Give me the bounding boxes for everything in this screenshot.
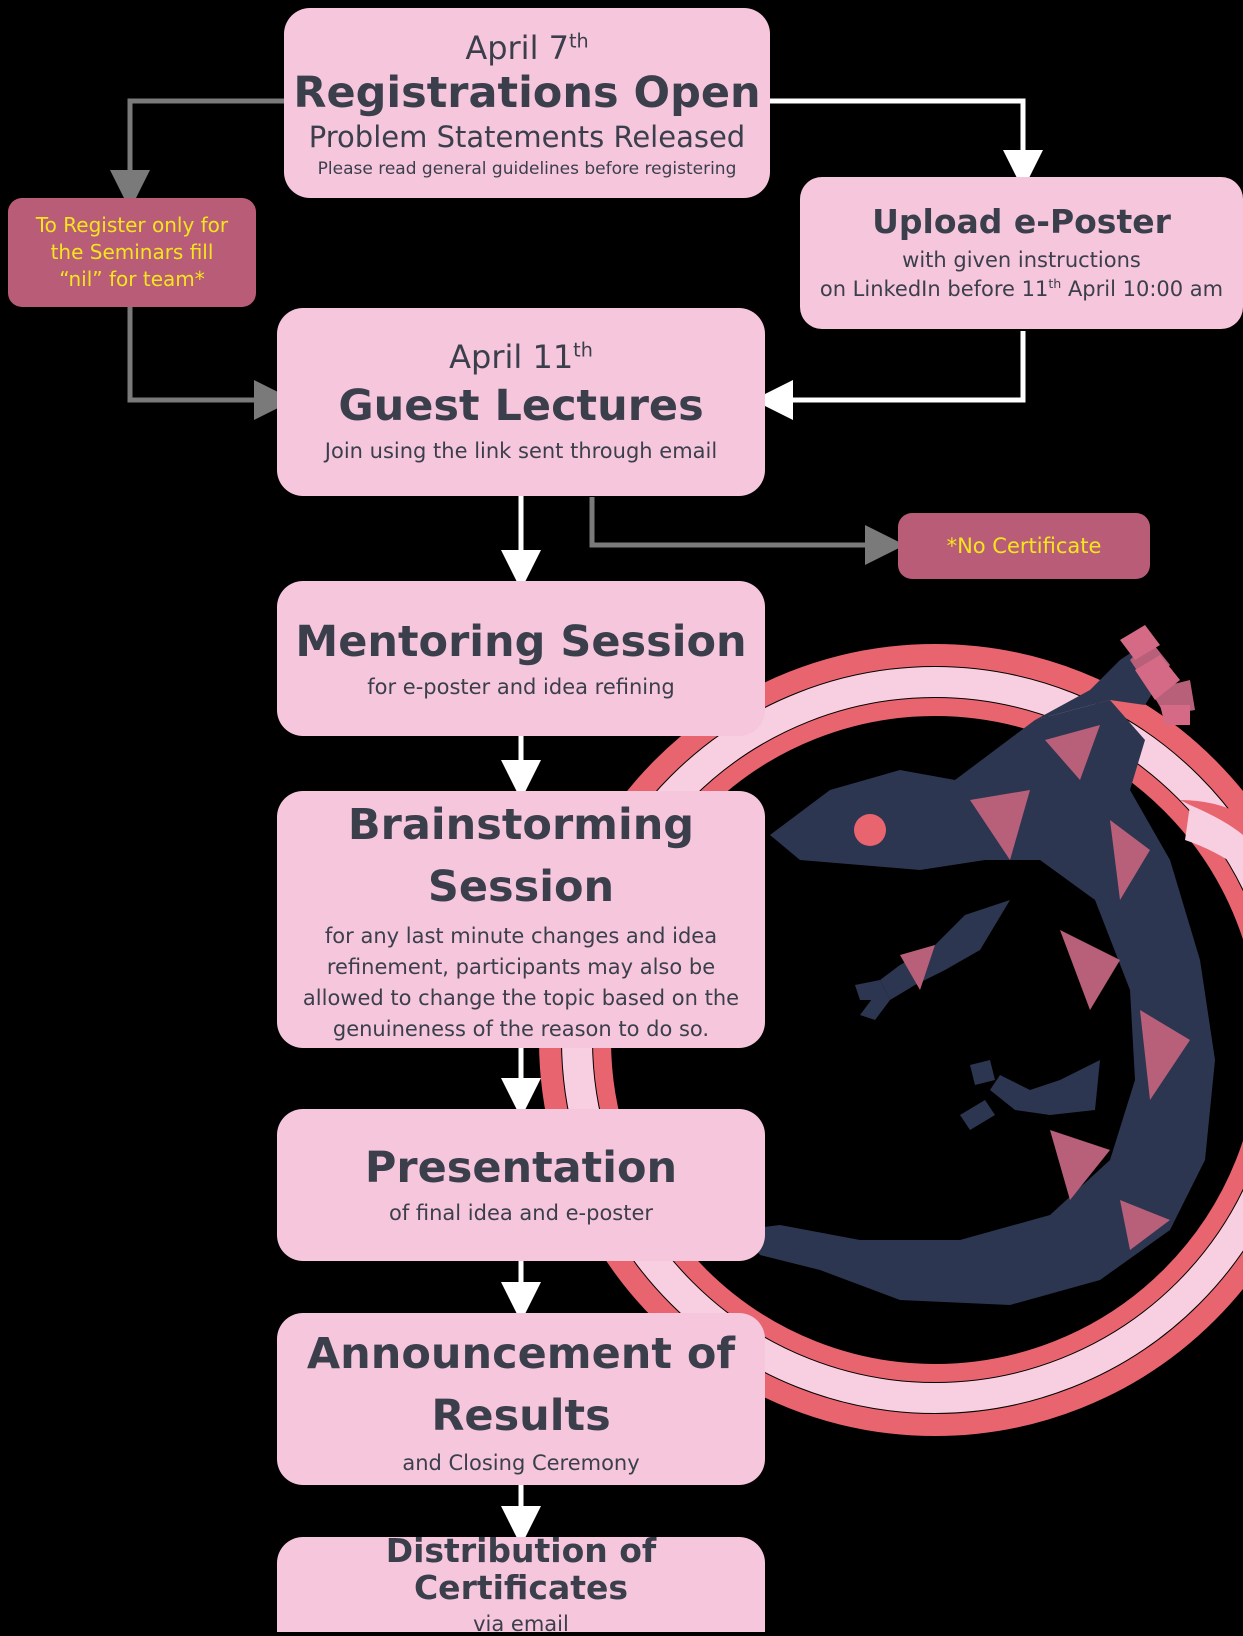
announcement-title-line-1: Announcement of — [306, 1328, 736, 1379]
brainstorming-description-line-3: allowed to change the topic based on the — [302, 985, 740, 1010]
brainstorming-title-line-1: Brainstorming — [347, 800, 695, 850]
seminars-only-note: To Register only for the Seminars fill “… — [8, 198, 256, 307]
seminars-only-note-line-3: “nil” for team* — [59, 267, 205, 291]
seminars-only-note-line-2: the Seminars fill — [50, 240, 214, 264]
upload-eposter-title: Upload e-Poster — [872, 202, 1171, 241]
brainstorming-description-line-2: refinement, participants may also be — [326, 954, 716, 979]
presentation-title: Presentation — [364, 1143, 678, 1194]
upload-eposter-line-1: with given instructions — [902, 247, 1141, 272]
gecko-eye — [854, 814, 886, 846]
registrations-note: Please read general guidelines before re… — [317, 158, 737, 179]
brainstorming-description: for any last minute changes and idea ref… — [303, 921, 739, 1045]
logo-ring-arc-right — [1185, 805, 1243, 870]
announcement-title-line-2: Results — [431, 1391, 611, 1442]
announcement-subtitle: and Closing Ceremony — [402, 1450, 640, 1475]
registrations-date-text: April 7 — [465, 29, 569, 68]
guest-lectures-title: Guest Lectures — [338, 381, 704, 432]
certificates-subtitle: via email — [473, 1611, 569, 1636]
no-certificate-text: *No Certificate — [946, 533, 1102, 558]
presentation-box: Presentation of final idea and e-poster — [277, 1109, 765, 1261]
connector-registrations-to-upload-eposter — [770, 98, 1043, 190]
presentation-subtitle: of final idea and e-poster — [388, 1201, 654, 1226]
guest-lectures-box: April 11th Guest Lectures Join using the… — [277, 308, 765, 496]
registrations-subtitle: Problem Statements Released — [308, 120, 746, 155]
registrations-date-suffix: th — [568, 29, 589, 53]
no-certificate-note: *No Certificate — [898, 513, 1150, 579]
upload-eposter-box: Upload e-Poster with given instructions … — [800, 177, 1243, 329]
guest-lectures-date-suffix: th — [573, 338, 593, 362]
guest-lectures-subtitle: Join using the link sent through email — [324, 439, 718, 464]
connector-seminars-note-to-guest-lectures — [127, 307, 294, 420]
guest-lectures-date: April 11th — [449, 338, 593, 377]
connector-upload-eposter-to-guest-lectures — [753, 331, 1026, 420]
mentoring-title: Mentoring Session — [295, 616, 747, 667]
upload-eposter-line-2-sup: th — [1048, 276, 1062, 292]
upload-eposter-line-2: on LinkedIn before 11th April 10:00 am — [820, 278, 1223, 302]
seminars-only-note-line-1: To Register only for — [35, 213, 229, 237]
gecko-toes — [1120, 625, 1190, 725]
brainstorming-description-line-4: genuineness of the reason to do so. — [332, 1016, 710, 1041]
guest-lectures-date-text: April 11 — [449, 338, 574, 377]
upload-eposter-line-2-prefix: on LinkedIn before 11 — [819, 277, 1049, 302]
brainstorming-description-line-1: for any last minute changes and idea — [324, 923, 718, 948]
registrations-open-box: April 7th Registrations Open Problem Sta… — [284, 8, 770, 198]
mentoring-session-box: Mentoring Session for e-poster and idea … — [277, 581, 765, 736]
certificates-box: Distribution of Certificates via email — [277, 1532, 765, 1635]
announcement-box: Announcement of Results and Closing Cere… — [277, 1313, 765, 1485]
brainstorming-session-box: Brainstorming Session for any last minut… — [277, 791, 765, 1048]
registrations-date: April 7th — [465, 29, 589, 68]
gecko-body — [740, 640, 1215, 1305]
registrations-title: Registrations Open — [293, 68, 761, 119]
connector-registrations-to-seminars-note — [110, 98, 284, 210]
mentoring-subtitle: for e-poster and idea refining — [367, 674, 675, 699]
brainstorming-title-line-2: Session — [427, 862, 615, 913]
connector-guest-lectures-to-no-certificate — [589, 497, 905, 565]
upload-eposter-line-2-suffix: April 10:00 am — [1061, 277, 1224, 302]
certificates-title: Distribution of Certificates — [385, 1530, 657, 1607]
